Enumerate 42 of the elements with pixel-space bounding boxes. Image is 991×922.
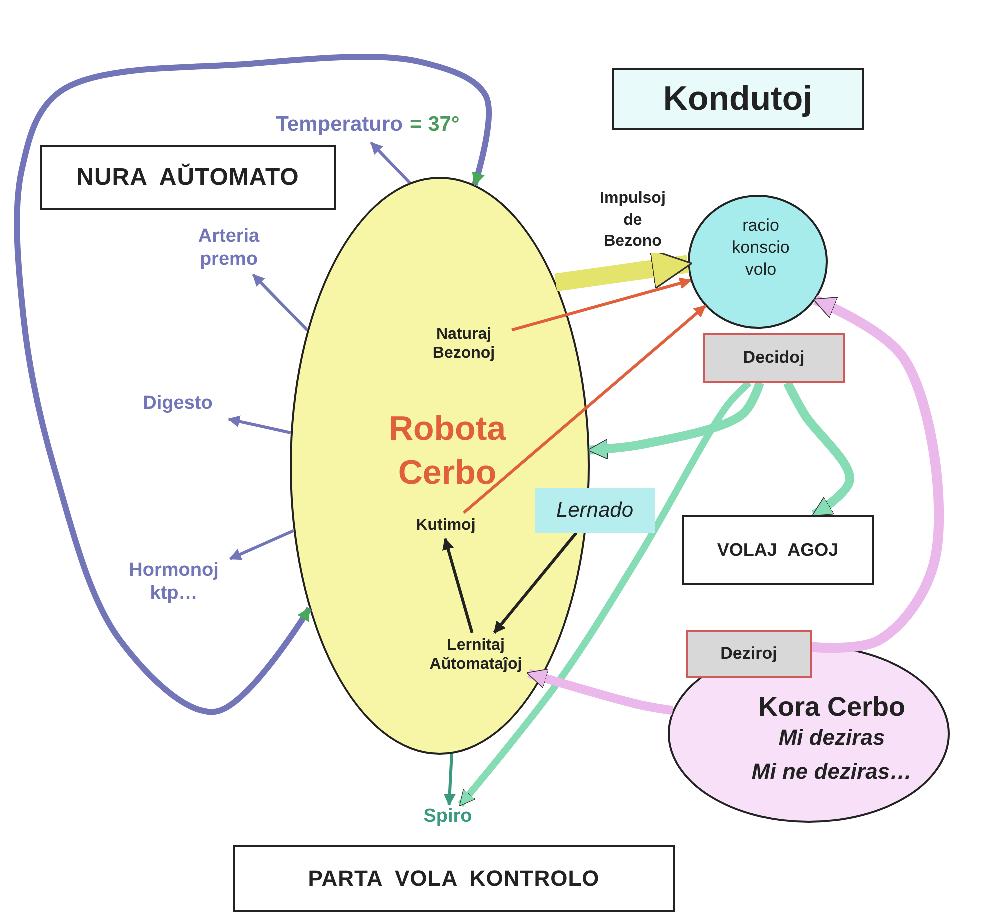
arrow bbox=[229, 529, 294, 560]
node-label: Kondutoj bbox=[663, 80, 813, 118]
node-label: Decidoj bbox=[743, 348, 805, 368]
node-label: PARTA VOLA KONTROLO bbox=[308, 866, 600, 892]
output-label: Spiro bbox=[412, 806, 484, 836]
node-label: Lernitaj Aŭtomataĵoj bbox=[422, 636, 530, 684]
node-label: Mi ne deziras… bbox=[750, 758, 914, 786]
label-box bbox=[233, 845, 675, 912]
arrow bbox=[228, 416, 292, 434]
arrow bbox=[526, 668, 674, 716]
output-label: Arteria premo bbox=[188, 226, 270, 274]
output-label: Temperaturo bbox=[276, 112, 403, 138]
arrow bbox=[587, 382, 764, 460]
action-box bbox=[682, 515, 874, 585]
node-label: racio konscio volo bbox=[731, 215, 791, 282]
label-box bbox=[40, 145, 336, 210]
node-label: Robota Cerbo bbox=[388, 409, 508, 494]
output-label: Digesto bbox=[128, 393, 228, 423]
arrow bbox=[458, 380, 752, 808]
node-label: Lernado bbox=[556, 498, 634, 522]
arrow bbox=[252, 274, 309, 332]
node-label: Naturaj Bezonoj bbox=[415, 325, 513, 367]
arrow bbox=[444, 754, 456, 806]
arrow bbox=[442, 538, 474, 634]
learning-tag bbox=[535, 488, 655, 533]
decision-box bbox=[703, 333, 845, 383]
node-label: NURA AŬTOMATO bbox=[76, 164, 300, 192]
arrow bbox=[493, 532, 578, 634]
arrow bbox=[812, 296, 944, 654]
output-label: = 37° bbox=[410, 112, 460, 138]
node-label: Kutimoj bbox=[409, 516, 483, 540]
arrow bbox=[512, 278, 692, 332]
desire-box bbox=[686, 630, 812, 678]
arrow bbox=[462, 305, 706, 514]
node-label: Deziroj bbox=[720, 644, 778, 664]
node-label: Kora Cerbo bbox=[757, 691, 907, 724]
output-label: Hormonoj ktp… bbox=[118, 560, 230, 608]
arrow bbox=[14, 54, 492, 715]
node-label: Mi deziras bbox=[778, 724, 886, 752]
arrow bbox=[370, 142, 411, 184]
title-box bbox=[612, 68, 864, 130]
node-label: VOLAJ AGOJ bbox=[717, 540, 839, 560]
